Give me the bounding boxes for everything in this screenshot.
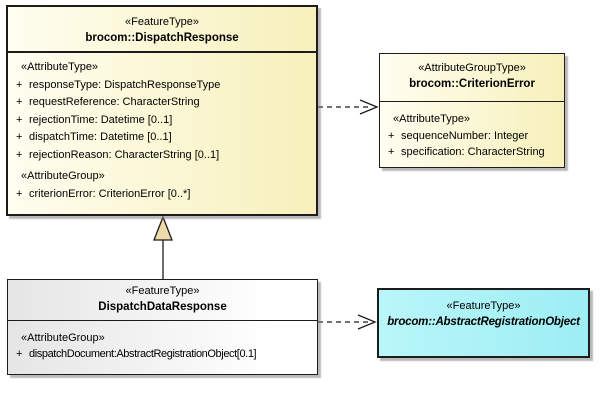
class-stereotype: «FeatureType»: [446, 300, 521, 312]
attribute-text: requestReference: CharacterString: [29, 96, 200, 108]
attribute-row: + dispatchDocument:AbstractRegistrationO…: [8, 346, 317, 362]
attribute-compartment: «AttributeType» + responseType: Dispatch…: [8, 53, 316, 203]
attribute-row: + rejectionTime: Datetime [0..1]: [8, 112, 316, 130]
class-name: DispatchDataResponse: [98, 301, 227, 313]
visibility-marker: +: [388, 129, 395, 142]
class-stereotype: «FeatureType»: [125, 285, 200, 297]
class-box-criterion-error[interactable]: «AttributeGroupType» brocom::CriterionEr…: [379, 53, 565, 168]
visibility-marker: +: [16, 348, 23, 360]
class-title-compartment: «FeatureType» brocom::DispatchResponse: [8, 7, 316, 53]
visibility-marker: +: [388, 146, 395, 158]
class-stereotype: «FeatureType»: [125, 16, 199, 28]
attribute-group-stereotype: «AttributeGroup»: [21, 332, 105, 344]
attribute-text: rejectionTime: Datetime [0..1]: [29, 113, 173, 126]
attribute-row: + responseType: DispatchResponseType: [8, 77, 316, 95]
attribute-text: criterionError: CriterionError [0..*]: [29, 187, 191, 200]
attribute-row: + dispatchTime: Datetime [0..1]: [8, 129, 316, 147]
attribute-row: + criterionError: CriterionError [0..*]: [8, 186, 316, 204]
class-name: brocom::AbstractRegistrationObject: [387, 316, 580, 328]
attribute-text: dispatchTime: Datetime [0..1]: [29, 131, 172, 143]
attribute-text: sequenceNumber: Integer: [401, 129, 529, 142]
class-title-compartment: «AttributeGroupType» brocom::CriterionEr…: [380, 54, 564, 102]
attribute-compartment: «AttributeGroup» + dispatchDocument:Abst…: [8, 321, 317, 362]
class-name: brocom::CriterionError: [409, 78, 535, 90]
class-box-abstract-registration-object[interactable]: «FeatureType» brocom::AbstractRegistrati…: [377, 288, 590, 358]
attribute-row: + sequenceNumber: Integer: [380, 128, 564, 145]
visibility-marker: +: [16, 113, 23, 126]
attribute-group-stereotype: «AttributeGroup»: [21, 170, 105, 182]
visibility-marker: +: [16, 78, 23, 91]
attribute-compartment: «AttributeType» + sequenceNumber: Intege…: [380, 102, 564, 161]
attribute-type-stereotype: «AttributeType»: [21, 61, 99, 73]
generalization-arrow[interactable]: [153, 215, 173, 279]
class-box-dispatch-data-response[interactable]: «FeatureType» DispatchDataResponse «Attr…: [7, 279, 318, 375]
visibility-marker: +: [16, 148, 23, 161]
visibility-marker: +: [16, 96, 23, 108]
attribute-type-stereotype: «AttributeType»: [393, 113, 471, 125]
dependency-arrow-criterion-error[interactable]: [318, 99, 379, 115]
attribute-text: dispatchDocument:AbstractRegistrationObj…: [29, 348, 257, 360]
class-title-compartment: «FeatureType» DispatchDataResponse: [8, 280, 317, 321]
attribute-row: + rejectionReason: CharacterString [0..1…: [8, 147, 316, 165]
class-name: brocom::DispatchResponse: [85, 32, 239, 44]
attribute-row: + requestReference: CharacterString: [8, 94, 316, 112]
visibility-marker: +: [16, 187, 23, 200]
class-stereotype: «AttributeGroupType»: [418, 62, 526, 74]
attribute-text: specification: CharacterString: [401, 146, 545, 158]
attribute-text: rejectionReason: CharacterString [0..1]: [29, 148, 220, 161]
attribute-text: responseType: DispatchResponseType: [29, 78, 221, 91]
attribute-row: + specification: CharacterString: [380, 144, 564, 161]
visibility-marker: +: [16, 131, 23, 143]
dependency-arrow-abstract-registration-object[interactable]: [318, 314, 377, 330]
class-box-dispatch-response[interactable]: «FeatureType» brocom::DispatchResponse «…: [6, 5, 318, 216]
class-title-compartment: «FeatureType» brocom::AbstractRegistrati…: [379, 290, 588, 331]
